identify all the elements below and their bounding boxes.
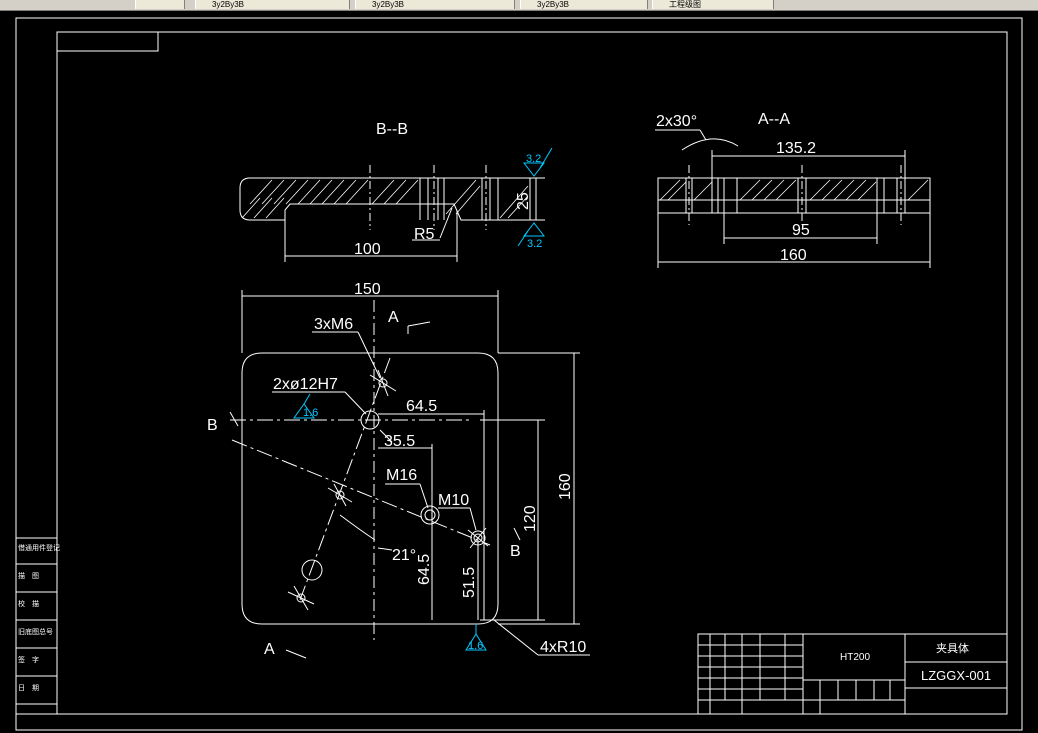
tab-drawing-2[interactable]: 3y2By3B — [355, 0, 515, 9]
dim-plan-51-5: 51.5 — [461, 567, 478, 598]
inner-border — [56, 31, 1008, 715]
outer-border — [15, 17, 1023, 731]
rough-bb-top: 3.2 — [526, 153, 541, 165]
dim-bb-width: 100 — [354, 241, 381, 258]
dim-bb-radius: R5 — [414, 226, 435, 243]
label-cut-a-top: A — [388, 309, 399, 326]
tab-toolbar[interactable] — [135, 0, 185, 9]
tab-drawing-3[interactable]: 3y2By3B — [520, 0, 648, 9]
dim-plan-35-5: 35.5 — [384, 433, 415, 450]
side-table-row-3: 校 描 — [18, 599, 39, 608]
top-corner-box — [56, 31, 159, 52]
dim-aa-mid: 95 — [792, 222, 810, 239]
dim-aa-overall: 160 — [780, 247, 807, 264]
rough-pin: 1.6 — [303, 407, 318, 419]
section-b-title: B--B — [376, 121, 408, 138]
dim-plan-width: 150 — [354, 281, 381, 298]
dim-plan-corner: 4xR10 — [540, 639, 586, 656]
roughness-symbols-plan — [293, 393, 487, 651]
dim-bb-thickness: 25 — [515, 192, 532, 210]
rough-side: 1.6 — [468, 640, 483, 652]
dim-plan-64-5-v: 64.5 — [416, 554, 433, 585]
section-a-view — [655, 129, 931, 268]
cad-canvas[interactable]: B--B A--A 25 100 R5 2x30° 135.2 95 160 1… — [0, 10, 1038, 733]
side-table-row-5: 签 字 — [18, 655, 39, 664]
dim-plan-64-5-h: 64.5 — [406, 398, 437, 415]
section-b-view — [239, 165, 545, 262]
title-block — [697, 633, 1008, 715]
label-cut-b-right: B — [510, 543, 521, 560]
side-table-row-1: 借通用件登记 — [18, 543, 60, 552]
tab-bar: 3y2By3B 3y2By3B 3y2By3B 工程级图 — [0, 0, 1038, 11]
dim-aa-top: 135.2 — [776, 140, 816, 157]
label-cut-a-bottom: A — [264, 641, 275, 658]
side-table — [15, 537, 58, 715]
dim-plan-height: 160 — [557, 473, 574, 500]
dim-plan-120: 120 — [522, 505, 539, 532]
label-holes-m6: 3xM6 — [314, 316, 353, 333]
tab-drawing-4[interactable]: 工程级图 — [652, 0, 774, 9]
title-part-name: 夹具体 — [936, 641, 969, 655]
side-table-row-6: 日 期 — [18, 684, 39, 692]
label-hole-m16: M16 — [386, 467, 417, 484]
label-cut-b-left: B — [207, 417, 218, 434]
label-hole-m10: M10 — [438, 492, 469, 509]
dim-plan-angle: 21° — [392, 547, 416, 564]
label-holes-pin: 2xø12H7 — [273, 376, 338, 393]
title-drawing-no: LZGGX-001 — [921, 668, 991, 683]
title-material: HT200 — [840, 652, 870, 663]
roughness-symbols-bb — [517, 147, 553, 247]
dim-aa-chamfer: 2x30° — [656, 113, 697, 130]
tab-drawing-1[interactable]: 3y2By3B — [195, 0, 350, 9]
rough-bb-bottom: 3.2 — [527, 238, 542, 250]
side-table-row-2: 描 图 — [18, 571, 39, 580]
section-a-title: A--A — [758, 111, 790, 128]
plan-view — [229, 290, 590, 659]
side-table-row-4: 旧底图总号 — [18, 627, 53, 636]
